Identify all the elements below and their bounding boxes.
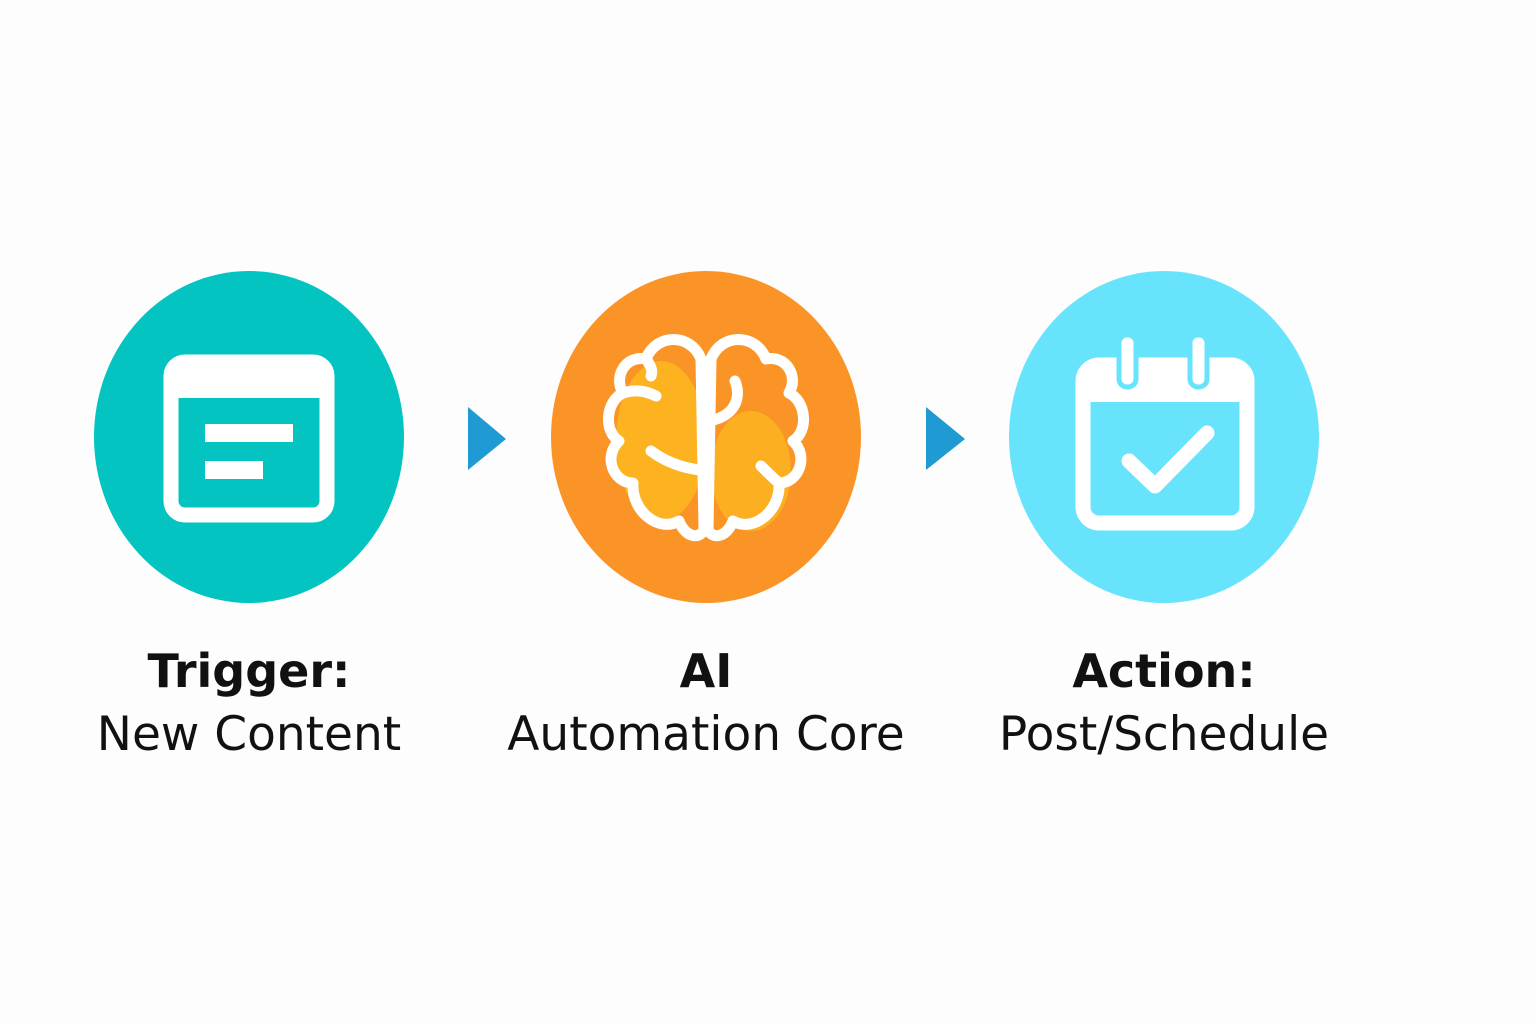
step-title: Trigger: — [147, 644, 351, 698]
document-icon — [163, 354, 335, 523]
step-subtitle: Post/Schedule — [998, 707, 1330, 762]
core-circle — [551, 271, 861, 603]
brain-icon — [603, 334, 809, 542]
calendar-check-icon — [1075, 332, 1255, 531]
step-subtitle: New Content — [96, 707, 402, 762]
step-title: AI — [679, 644, 733, 698]
action-circle — [1009, 271, 1319, 603]
arrow-right-icon — [468, 407, 506, 470]
step-subtitle: Automation Core — [507, 707, 905, 762]
step-title: Action: — [1072, 644, 1256, 698]
arrow-right-icon — [926, 407, 965, 470]
trigger-circle — [94, 271, 404, 603]
